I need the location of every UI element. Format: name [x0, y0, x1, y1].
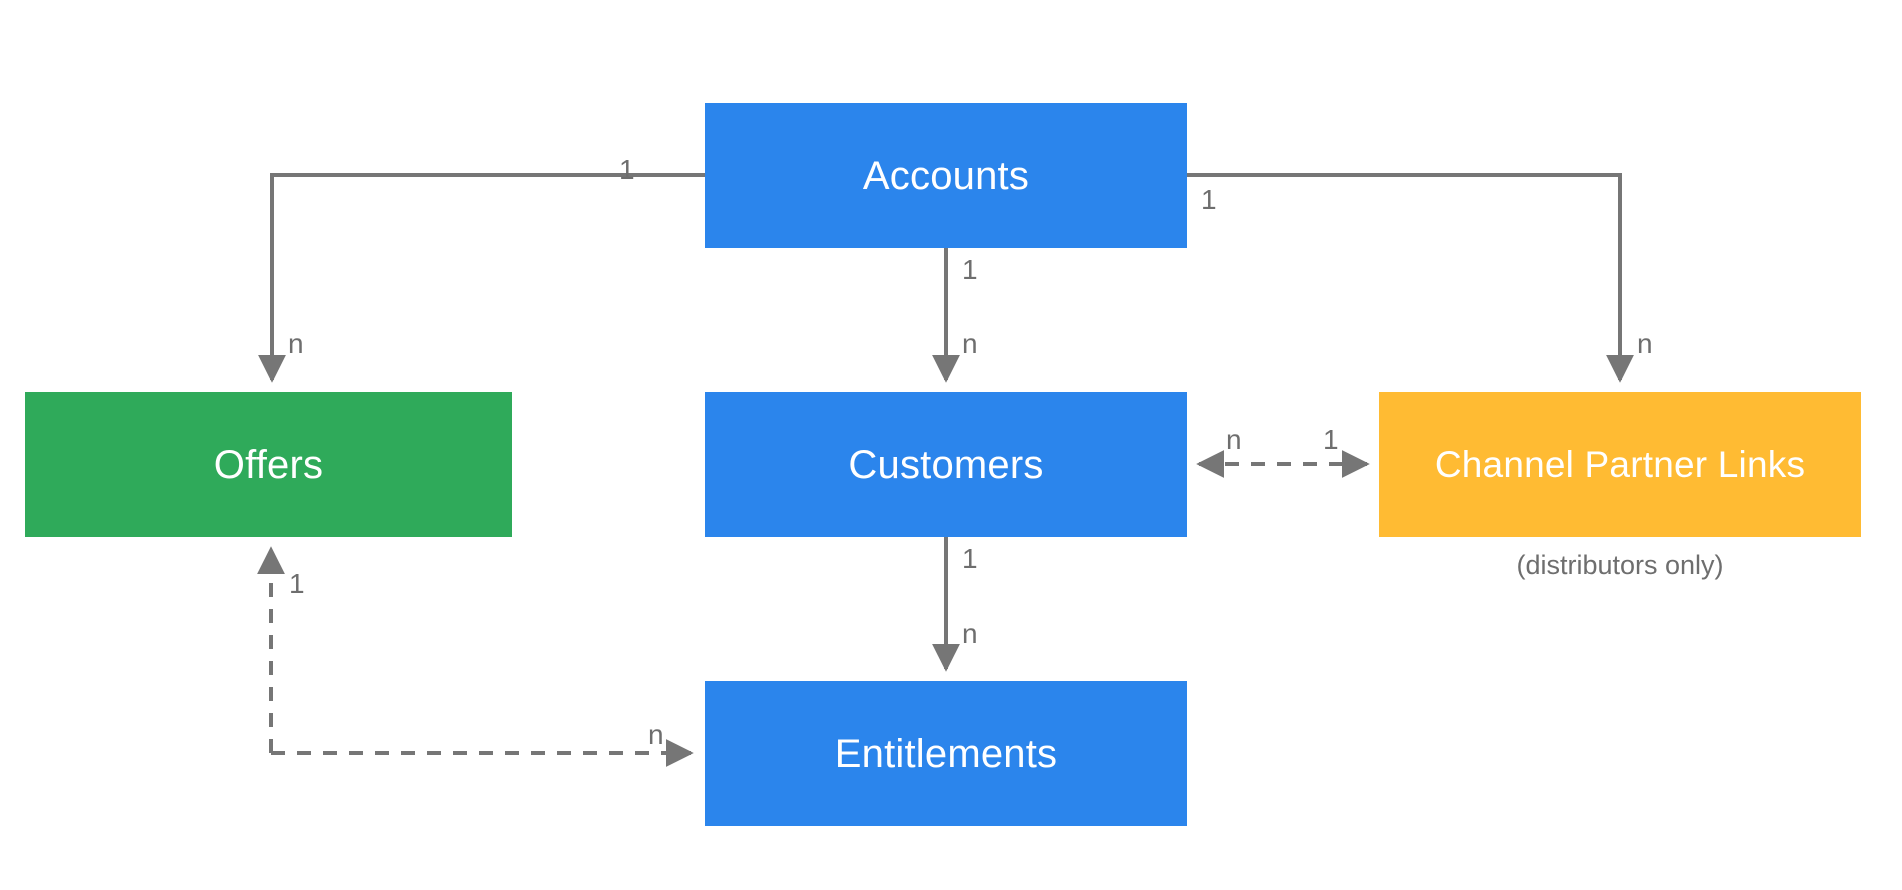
label-offers-entitlements-one: 1: [289, 568, 305, 599]
label-accounts-customers-one: 1: [962, 254, 978, 285]
node-entitlements[interactable]: Entitlements: [705, 681, 1187, 826]
label-accounts-channel-one: 1: [1201, 184, 1217, 215]
node-offers-label: Offers: [213, 442, 324, 487]
label-accounts-offers-one: 1: [619, 154, 635, 185]
node-channel-partner-links[interactable]: Channel Partner Links: [1379, 392, 1861, 537]
channel-partner-links-note: (distributors only): [1516, 550, 1724, 580]
label-accounts-customers-n: n: [962, 328, 978, 359]
node-channel-partner-links-label: Channel Partner Links: [1434, 444, 1806, 485]
edge-accounts-offers: [258, 173, 705, 383]
label-customers-entitlements-one: 1: [962, 543, 978, 574]
node-entitlements-label: Entitlements: [834, 731, 1058, 776]
edge-accounts-channel: [1187, 173, 1634, 383]
edge-offers-entitlements: [257, 546, 694, 767]
label-accounts-offers-n: n: [288, 328, 304, 359]
node-accounts[interactable]: Accounts: [705, 103, 1187, 248]
node-customers[interactable]: Customers: [705, 392, 1187, 537]
node-customers-label: Customers: [848, 442, 1044, 487]
node-accounts-label: Accounts: [862, 153, 1030, 198]
label-offers-entitlements-n: n: [648, 719, 664, 750]
label-customers-entitlements-n: n: [962, 618, 978, 649]
label-accounts-channel-n: n: [1637, 328, 1653, 359]
node-offers[interactable]: Offers: [25, 392, 512, 537]
label-customers-channel-n: n: [1226, 424, 1242, 455]
label-customers-channel-one: 1: [1323, 424, 1339, 455]
